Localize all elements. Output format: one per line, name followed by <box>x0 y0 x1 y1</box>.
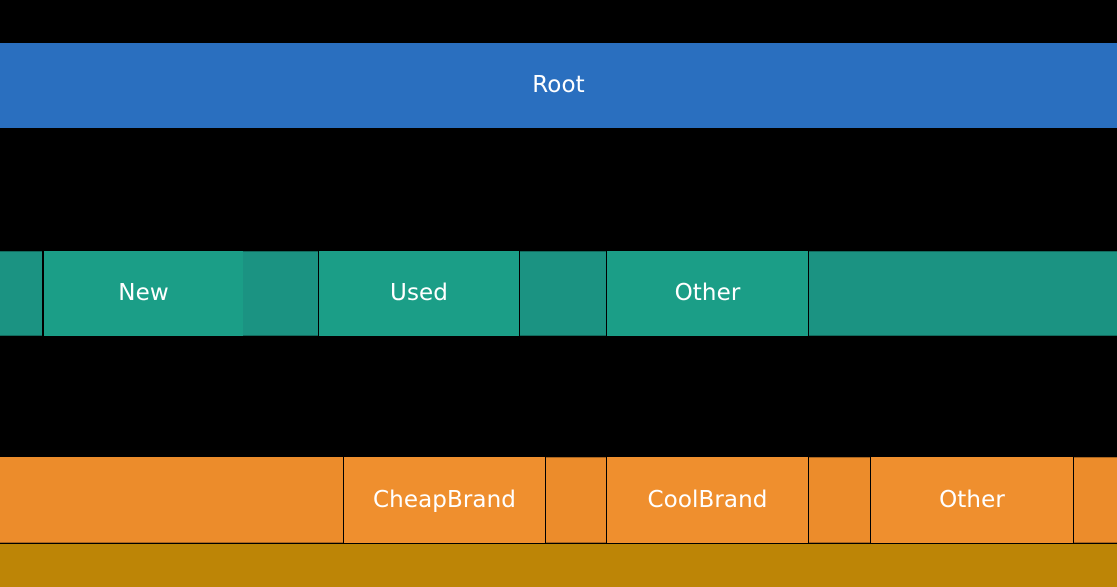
icicle-node-segment[interactable] <box>0 544 1117 587</box>
icicle-level-0: Root <box>0 43 1117 128</box>
icicle-node-segment[interactable] <box>1074 457 1117 543</box>
icicle-node-coolbrand[interactable]: CoolBrand <box>607 457 808 543</box>
icicle-node-root[interactable]: Root <box>0 43 1117 128</box>
icicle-node-label: Used <box>390 280 448 306</box>
icicle-node-cheapbrand[interactable]: CheapBrand <box>344 457 545 543</box>
icicle-level-2: CheapBrand CoolBrand Other <box>0 457 1117 543</box>
icicle-level-3 <box>0 544 1117 587</box>
icicle-level-1: New Used Other <box>0 251 1117 336</box>
icicle-node-label: CheapBrand <box>373 486 516 513</box>
icicle-node-label: Root <box>532 72 585 98</box>
icicle-node-segment[interactable] <box>0 457 343 543</box>
icicle-node-segment[interactable] <box>809 251 1117 336</box>
icicle-node-segment[interactable] <box>546 457 606 543</box>
icicle-node-segment[interactable] <box>809 457 870 543</box>
icicle-node-used[interactable]: Used <box>319 251 519 336</box>
icicle-node-new[interactable]: New <box>44 251 243 336</box>
icicle-node-label: Other <box>674 280 741 306</box>
icicle-node-segment[interactable] <box>520 251 606 336</box>
icicle-node-label: Other <box>939 486 1005 513</box>
icicle-node-other[interactable]: Other <box>871 457 1073 543</box>
icicle-node-segment[interactable] <box>0 251 42 336</box>
icicle-node-label: CoolBrand <box>647 486 768 513</box>
icicle-node-other[interactable]: Other <box>607 251 808 336</box>
icicle-node-label: New <box>118 280 169 306</box>
icicle-node-segment[interactable] <box>243 251 318 336</box>
